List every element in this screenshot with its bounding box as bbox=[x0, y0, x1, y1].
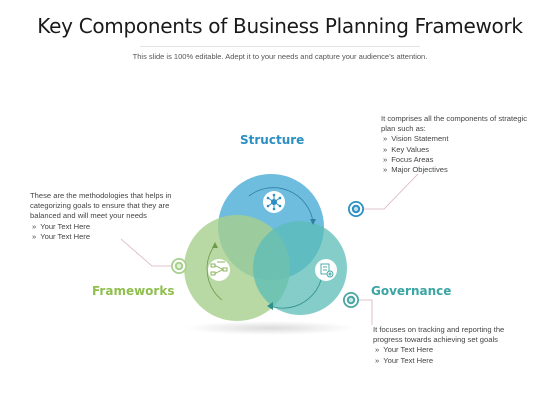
structure-description: It comprises all the components of strat… bbox=[381, 114, 531, 175]
governance-circle bbox=[253, 221, 347, 315]
frameworks-bullet: Your Text Here bbox=[30, 222, 190, 232]
governance-description: It focuses on tracking and reporting the… bbox=[373, 325, 523, 366]
governance-label: Governance bbox=[371, 284, 452, 298]
frameworks-bullet: Your Text Here bbox=[30, 232, 190, 242]
frameworks-description: These are the methodologies that helps i… bbox=[30, 191, 190, 242]
structure-bullet: Key Values bbox=[381, 145, 531, 155]
frameworks-label: Frameworks bbox=[92, 284, 175, 298]
frameworks-description-text: These are the methodologies that helps i… bbox=[30, 191, 172, 221]
process-flow-icon bbox=[208, 259, 230, 281]
gear-document-icon bbox=[315, 259, 337, 281]
governance-marker bbox=[343, 292, 359, 308]
arrow-heads bbox=[212, 219, 316, 310]
frameworks-marker bbox=[171, 258, 187, 274]
structure-bullet: Focus Areas bbox=[381, 155, 531, 165]
connector-lines bbox=[120, 173, 419, 325]
network-hub-icon bbox=[263, 191, 285, 213]
governance-bullet: Your Text Here bbox=[373, 356, 523, 366]
venn-shadow bbox=[185, 321, 355, 335]
structure-bullet: Major Objectives bbox=[381, 165, 531, 175]
structure-description-text: It comprises all the components of strat… bbox=[381, 114, 528, 134]
slide-subtitle: This slide is 100% editable. Adept it to… bbox=[132, 52, 428, 61]
structure-bullet: Vision Statement bbox=[381, 134, 531, 144]
structure-marker bbox=[348, 201, 364, 217]
title-divider bbox=[140, 46, 420, 47]
slide-title: Key Components of Business Planning Fram… bbox=[37, 14, 523, 38]
structure-label: Structure bbox=[240, 133, 305, 147]
governance-bullet: Your Text Here bbox=[373, 345, 523, 355]
governance-description-text: It focuses on tracking and reporting the… bbox=[373, 325, 505, 345]
